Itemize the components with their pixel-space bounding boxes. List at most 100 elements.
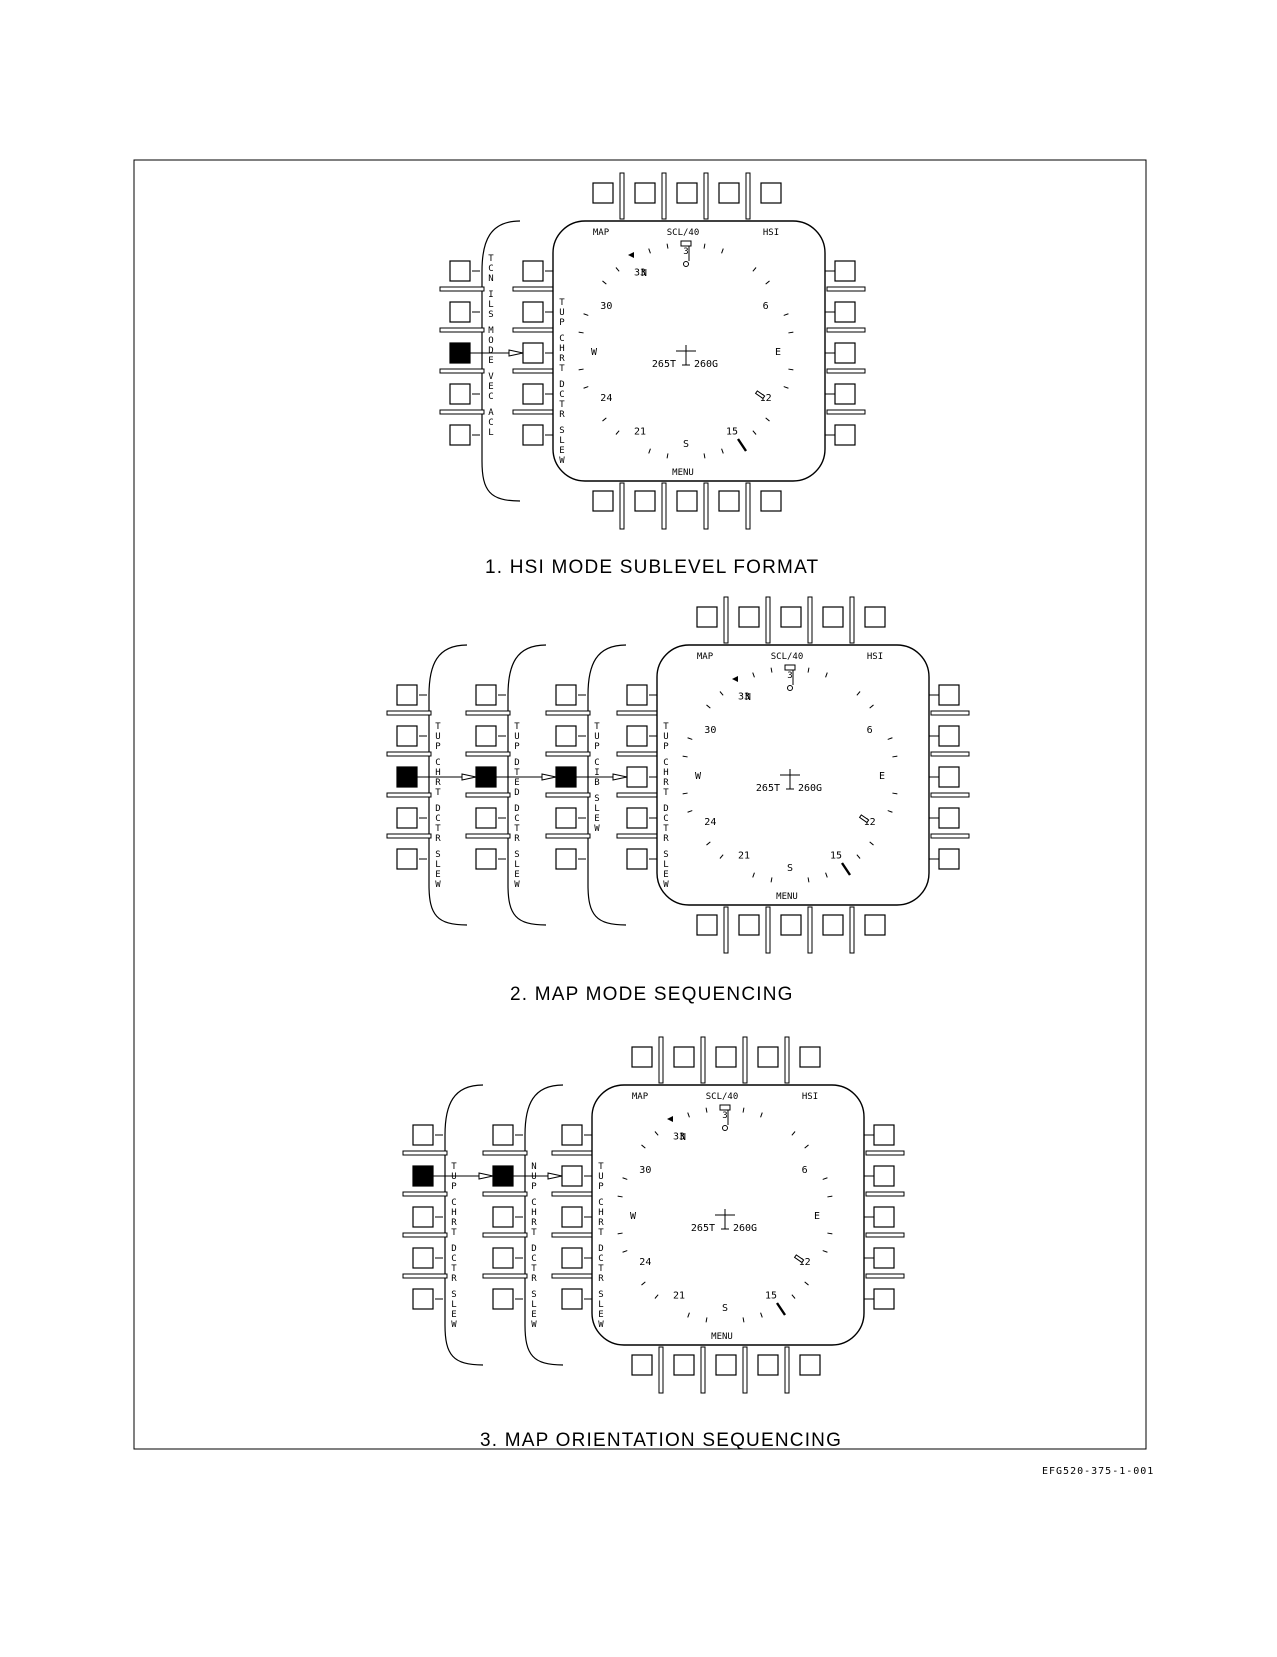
svg-text:E: E [663, 870, 668, 880]
fig1-display-bottom-button-1 [738, 914, 760, 936]
fig0-display-bottom-separator-3 [745, 482, 751, 530]
fig0-display-compass-21: 21 [634, 427, 646, 438]
fig1-layer-2-separator-3 [545, 833, 591, 839]
svg-text:R: R [531, 1274, 537, 1284]
fig0-display-compass-15: 15 [726, 427, 738, 438]
svg-text:C: C [531, 1254, 536, 1264]
fig2-display-compass-12: 12 [799, 1257, 811, 1268]
fig1-display-option-0: TUP [663, 722, 669, 752]
fig1-layer-1-button-2 [475, 766, 497, 788]
svg-text:T: T [451, 1264, 457, 1274]
fig2-display-left-separator-1 [551, 1191, 597, 1197]
svg-text:C: C [451, 1198, 456, 1208]
fig1-display-top-separator-1 [765, 596, 771, 644]
svg-text:D: D [514, 758, 519, 768]
fig0-display-top-separator-0 [619, 172, 625, 220]
fig1-arrow-1-head [541, 773, 557, 781]
fig2-display-heading-readout: 265T [691, 1223, 715, 1234]
svg-text:L: L [594, 804, 599, 814]
fig1-arrow-2-head [612, 773, 628, 781]
fig1-layer-1-label-0: TUP [514, 722, 520, 752]
svg-text:C: C [531, 1198, 536, 1208]
fig1-display-tick [687, 737, 693, 740]
svg-text:C: C [488, 264, 493, 274]
fig1-display-tick [807, 877, 810, 883]
svg-text:P: P [598, 1182, 604, 1192]
fig2-display-tick [617, 1232, 623, 1235]
fig0-display-tick [602, 280, 607, 285]
fig2-display-bottom-button-2 [715, 1354, 737, 1376]
fig1-arrow-0-head [461, 773, 477, 781]
svg-text:P: P [435, 742, 441, 752]
svg-text:T: T [663, 824, 669, 834]
fig1-display-tick [706, 841, 711, 846]
svg-text:E: E [451, 1310, 456, 1320]
fig1-layer-0-card-outline [428, 644, 468, 926]
fig2-display-bottom-button-4 [799, 1354, 821, 1376]
svg-text:E: E [598, 1310, 603, 1320]
svg-text:L: L [559, 436, 564, 446]
fig0-display-left-separator-3 [512, 409, 558, 415]
fig0-display-tick [602, 417, 607, 422]
fig2-display-ground-readout: 260G [733, 1223, 757, 1234]
fig0-display-tick [752, 267, 757, 272]
svg-text:E: E [594, 814, 599, 824]
fig1-display-left-button-2 [626, 766, 648, 788]
fig2-layer-1-card-outline [524, 1084, 564, 1366]
svg-text:H: H [451, 1208, 456, 1218]
fig0-arrow-0 [470, 349, 524, 357]
svg-text:C: C [559, 390, 564, 400]
svg-text:W: W [531, 1320, 537, 1330]
fig1-display-compass-24: 24 [704, 817, 716, 828]
fig2-display-right-separator-1 [865, 1191, 905, 1197]
fig0-display-bottom-button-2 [676, 490, 698, 512]
fig0-display-bottom-button-1 [634, 490, 656, 512]
fig2-layer-0-label-0: TUP [451, 1162, 457, 1192]
fig0-display-ground-readout: 260G [694, 359, 718, 370]
svg-text:R: R [598, 1218, 604, 1228]
fig0-display-tick [583, 313, 589, 316]
fig1-layer-1-separator-2 [465, 792, 511, 798]
fig2-layer-0-button-2 [412, 1206, 434, 1228]
fig1-display-bottom-button-4 [864, 914, 886, 936]
fig2-display-right-button-4 [873, 1288, 895, 1310]
svg-text:T: T [598, 1264, 604, 1274]
figure-border [133, 159, 1147, 1450]
fig2-display-north-pointer [667, 1116, 673, 1122]
fig0-display-top-separator-3 [745, 172, 751, 220]
fig2-display-right-button-0 [873, 1124, 895, 1146]
svg-text:U: U [514, 732, 519, 742]
fig2-display-tick [705, 1317, 708, 1323]
svg-text:D: D [488, 346, 493, 356]
fig2-display-bottom-separator-0 [658, 1346, 664, 1394]
fig2-layer-1-button-3 [492, 1247, 514, 1269]
svg-text:N: N [488, 274, 493, 284]
svg-text:L: L [663, 860, 668, 870]
svg-text:R: R [559, 410, 565, 420]
fig2-display-compass-N: N [680, 1132, 686, 1143]
fig1-display-compass-15: 15 [830, 851, 842, 862]
fig2-layer-1-label-0: NUP [531, 1162, 537, 1192]
fig1-arrow-0 [417, 773, 477, 781]
fig1-layer-1-button-0 [475, 684, 497, 706]
svg-text:O: O [488, 336, 493, 346]
fig1-layer-1-separator-1 [465, 751, 511, 757]
fig1-display-compass-W: W [695, 771, 702, 782]
fig1-display-bottom-separator-0 [723, 906, 729, 954]
fig0-arrow-0-head [508, 349, 524, 357]
svg-text:D: D [531, 1244, 536, 1254]
svg-text:S: S [488, 310, 493, 320]
fig1-display-right-button-1 [938, 725, 960, 747]
svg-text:T: T [598, 1162, 604, 1172]
svg-text:I: I [594, 768, 599, 778]
fig1-layer-2-separator-1 [545, 751, 591, 757]
fig1-display-compass-12: 12 [864, 817, 876, 828]
fig0-display-label-hsi: HSI [763, 228, 779, 238]
